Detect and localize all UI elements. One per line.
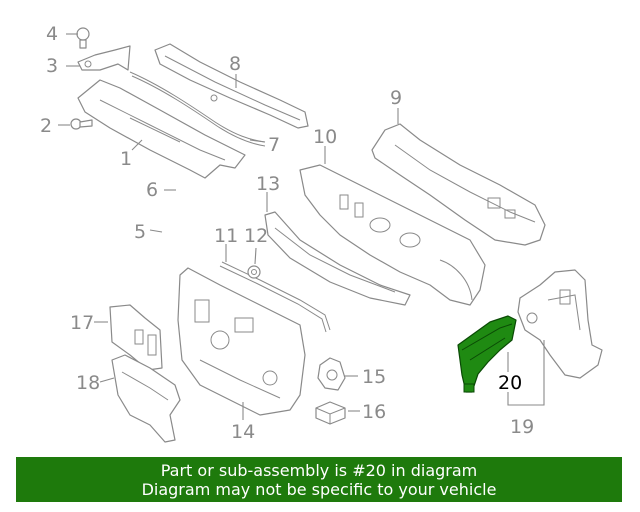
- callout-6: 6: [146, 179, 158, 201]
- part-15-cap[interactable]: [317, 357, 346, 391]
- part-3-bracket[interactable]: [77, 45, 131, 71]
- callout-5: 5: [134, 221, 146, 243]
- callout-9: 9: [390, 87, 402, 109]
- part-17-insulator[interactable]: [109, 304, 163, 371]
- callout-11: 11: [214, 225, 238, 247]
- callout-10: 10: [313, 126, 337, 148]
- part-info-banner: Part or sub-assembly is #20 in diagram D…: [16, 457, 622, 502]
- callout-15: 15: [362, 366, 386, 388]
- callout-2: 2: [40, 115, 52, 137]
- callout-7: 7: [268, 134, 280, 156]
- part-14-lower-dash[interactable]: [177, 267, 306, 416]
- callout-20: 20: [498, 372, 522, 394]
- callout-8: 8: [229, 53, 241, 75]
- part-18-insulator-lower[interactable]: [111, 354, 181, 443]
- part-20-bracket-highlighted[interactable]: [457, 315, 517, 393]
- part-13-cross-member[interactable]: [264, 211, 411, 306]
- leader-lines: [58, 33, 545, 420]
- banner-line-part: Part or sub-assembly is #20 in diagram: [160, 461, 478, 480]
- part-4-bolt[interactable]: [76, 27, 90, 49]
- callout-4: 4: [46, 23, 58, 45]
- part-12-grommet[interactable]: [247, 265, 261, 279]
- part-19-side-panel[interactable]: [517, 269, 603, 379]
- callout-12: 12: [244, 225, 268, 247]
- part-1-cowl-panel[interactable]: [77, 79, 246, 179]
- callout-18: 18: [76, 372, 100, 394]
- part-7-weatherstrip[interactable]: [129, 71, 266, 147]
- part-2-screw[interactable]: [70, 118, 93, 130]
- part-16-pad[interactable]: [315, 401, 346, 425]
- part-9-upper-dash[interactable]: [371, 123, 546, 246]
- callout-13: 13: [256, 173, 280, 195]
- part-11-seal[interactable]: [219, 261, 331, 333]
- callout-17: 17: [70, 312, 94, 334]
- callout-16: 16: [362, 401, 386, 423]
- callout-14: 14: [231, 421, 255, 443]
- callout-3: 3: [46, 55, 58, 77]
- banner-line-disclaimer: Diagram may not be specific to your vehi…: [141, 480, 497, 499]
- callout-19: 19: [510, 416, 534, 438]
- part-8-cowl-top[interactable]: [154, 43, 309, 129]
- callout-1: 1: [120, 148, 132, 170]
- part-10-dash-panel[interactable]: [299, 164, 486, 306]
